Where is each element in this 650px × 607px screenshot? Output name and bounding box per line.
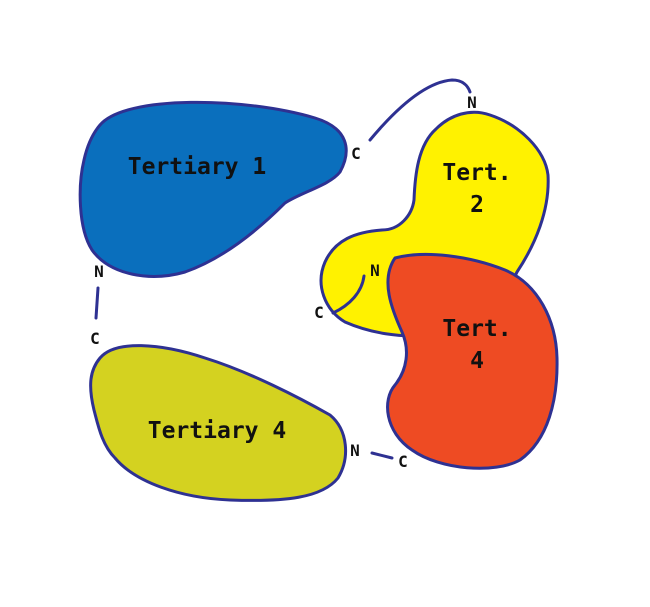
tertiary-1-label: Tertiary 1 [128,154,266,180]
tert-2-c-terminus: C [314,303,324,322]
tertiary-4-label: Tertiary 4 [148,418,286,444]
linker-tertiary1-to-tertiary4 [94,286,100,320]
tertiary-4-domain [89,344,348,502]
linker-tertiary1-to-tert2 [368,78,472,142]
tert-2-inner-n-terminus: N [370,261,380,280]
tert-2-label-line2: 2 [470,192,484,218]
tertiary-1-n-terminus: N [94,262,104,281]
tertiary-4-n-terminus: N [350,441,360,460]
linker-tertiary4-to-tert4 [370,451,394,460]
tert-4-domain [386,252,559,470]
tert-2-label-line1: Tert. [442,160,511,186]
tert-4-c-terminus: C [398,452,408,471]
linker-tert2-inner [331,274,366,315]
tertiary-1-c-terminus: C [351,144,361,163]
tertiary-1-domain [78,100,348,278]
tert-2-n-terminus: N [467,93,477,112]
tert-4-label-line2: 4 [470,348,484,374]
tert-4-label-line1: Tert. [442,316,511,342]
tertiary-4-c-terminus: C [90,329,100,348]
